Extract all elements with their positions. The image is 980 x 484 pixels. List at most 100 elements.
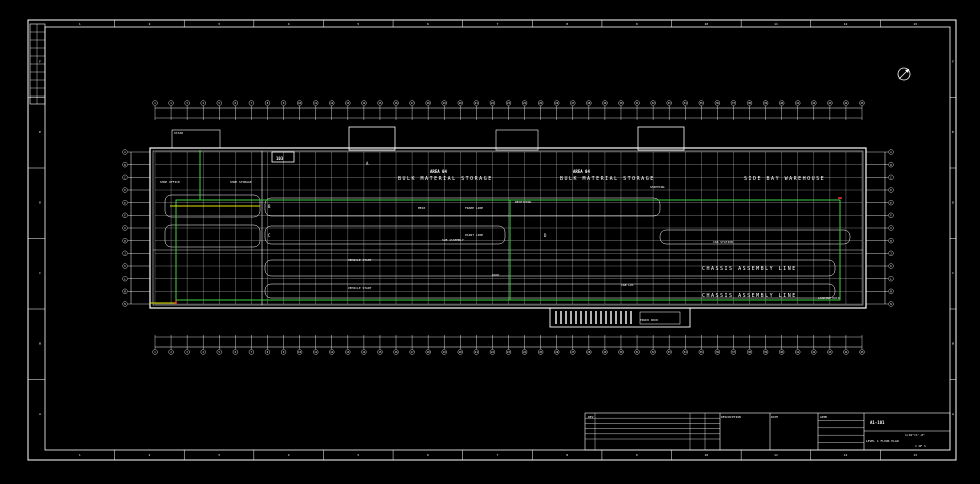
column-bubble xyxy=(393,100,399,106)
column-label: 34 xyxy=(684,102,687,105)
column-label: 45 xyxy=(861,102,864,105)
column-label: 23 xyxy=(507,102,510,105)
right-zone-label: E xyxy=(952,130,954,134)
left-zone-label: A xyxy=(39,412,41,416)
column-bubble xyxy=(795,100,801,106)
column-bubble xyxy=(489,100,496,106)
title-block-date-header: DATE xyxy=(771,415,778,419)
column-label: 9 xyxy=(283,102,285,105)
area-label-chassis-line-2: CHASSIS ASSEMBLY LINE xyxy=(702,293,797,299)
left-zone-label: C xyxy=(39,271,41,275)
column-label: 27 xyxy=(571,102,574,105)
column-bubble xyxy=(345,100,351,106)
row-label: E xyxy=(124,202,126,205)
column-label: 38 xyxy=(748,351,751,354)
bottom-zone-label: 7 xyxy=(497,453,499,457)
column-bubble xyxy=(313,100,319,106)
column-label: 19 xyxy=(443,102,446,105)
bottom-zone-label: 12 xyxy=(844,453,848,457)
column-bubble xyxy=(264,100,271,106)
top-zone-label: 2 xyxy=(149,22,151,26)
left-zone-label: F xyxy=(39,59,41,63)
bottom-zone-label: 3 xyxy=(218,453,220,457)
column-bubble xyxy=(441,100,447,106)
row-bubble xyxy=(122,162,128,168)
area-label-frame-line: FRAME LINE xyxy=(465,206,483,210)
column-label: 24 xyxy=(523,102,526,105)
area-code-1: AREA 04 xyxy=(430,169,447,174)
column-label: 19 xyxy=(443,351,446,354)
column-bubble xyxy=(714,349,720,355)
row-label: G xyxy=(890,227,892,230)
column-label: 6 xyxy=(235,351,237,354)
row-label: C xyxy=(890,177,892,180)
column-bubble xyxy=(795,349,801,355)
column-label: 8 xyxy=(267,102,269,105)
north-arrow-icon xyxy=(897,67,911,81)
column-bubble xyxy=(554,100,560,106)
column-bubble xyxy=(425,100,431,106)
column-bubble xyxy=(505,349,512,355)
column-bubble xyxy=(184,100,190,106)
column-label: 38 xyxy=(748,102,751,105)
row-label: D xyxy=(890,189,892,192)
bottom-zone-label: 6 xyxy=(427,453,429,457)
row-bubble xyxy=(122,200,128,206)
row-bubble xyxy=(122,238,128,244)
top-zone-label: 10 xyxy=(705,22,709,26)
column-label: 17 xyxy=(411,102,414,105)
column-bubble xyxy=(297,100,303,106)
column-label: 31 xyxy=(636,351,639,354)
column-label: 2 xyxy=(170,351,172,354)
column-bubble xyxy=(377,100,383,106)
column-label: 18 xyxy=(427,351,430,354)
column-bubble xyxy=(779,100,785,106)
column-bubble xyxy=(634,100,640,106)
row-bubble xyxy=(888,225,894,231)
column-label: 7 xyxy=(251,351,253,354)
column-bubble xyxy=(730,349,737,355)
bottom-zone-label: 1 xyxy=(79,453,81,457)
area-label-shop-storage: SHOP STORAGE xyxy=(230,180,252,184)
column-label: 39 xyxy=(764,351,767,354)
row-label: A xyxy=(124,151,126,154)
area-label-bulk-storage-2: BULK MATERIAL STORAGE xyxy=(560,176,655,182)
column-bubble xyxy=(280,349,287,355)
right-zone-label: F xyxy=(952,59,954,63)
area-label-shipping: SHIPPING xyxy=(650,185,665,189)
column-label: 34 xyxy=(684,351,687,354)
column-label: 42 xyxy=(812,102,815,105)
column-label: 36 xyxy=(716,351,719,354)
column-bubble xyxy=(666,100,672,106)
left-legend-grid xyxy=(30,24,45,104)
area-label-sub-assembly: SUB ASSEMBLY xyxy=(442,238,464,242)
column-bubble xyxy=(248,100,255,106)
area-label-chassis-line-1: CHASSIS ASSEMBLY LINE xyxy=(702,266,797,272)
column-label: 21 xyxy=(475,102,478,105)
column-label: 42 xyxy=(812,351,815,354)
entry-vestibule xyxy=(171,129,221,149)
top-zone-label: 6 xyxy=(427,22,429,26)
row-label: K xyxy=(124,265,126,268)
column-bubble xyxy=(650,100,656,106)
drawing-number: A1-101 xyxy=(870,420,885,425)
column-bubble xyxy=(361,100,367,106)
area-marker-c: C xyxy=(268,233,271,238)
stair-tower xyxy=(495,129,539,151)
column-label: 22 xyxy=(491,102,494,105)
column-bubble xyxy=(602,100,608,106)
column-label: 33 xyxy=(668,102,671,105)
column-label: 30 xyxy=(620,351,623,354)
column-bubble xyxy=(361,349,367,355)
row-label: K xyxy=(890,265,892,268)
area-label-truck-dock: TRUCK DOCK xyxy=(640,318,658,322)
title-block-approved-header: APPD xyxy=(820,415,827,419)
column-label: 13 xyxy=(346,102,349,105)
column-bubble xyxy=(779,349,785,355)
column-label: 16 xyxy=(395,351,398,354)
annex-top-left xyxy=(348,126,396,151)
row-bubble xyxy=(888,162,894,168)
column-label: 33 xyxy=(668,351,671,354)
room-tag-number: 103 xyxy=(276,156,284,161)
